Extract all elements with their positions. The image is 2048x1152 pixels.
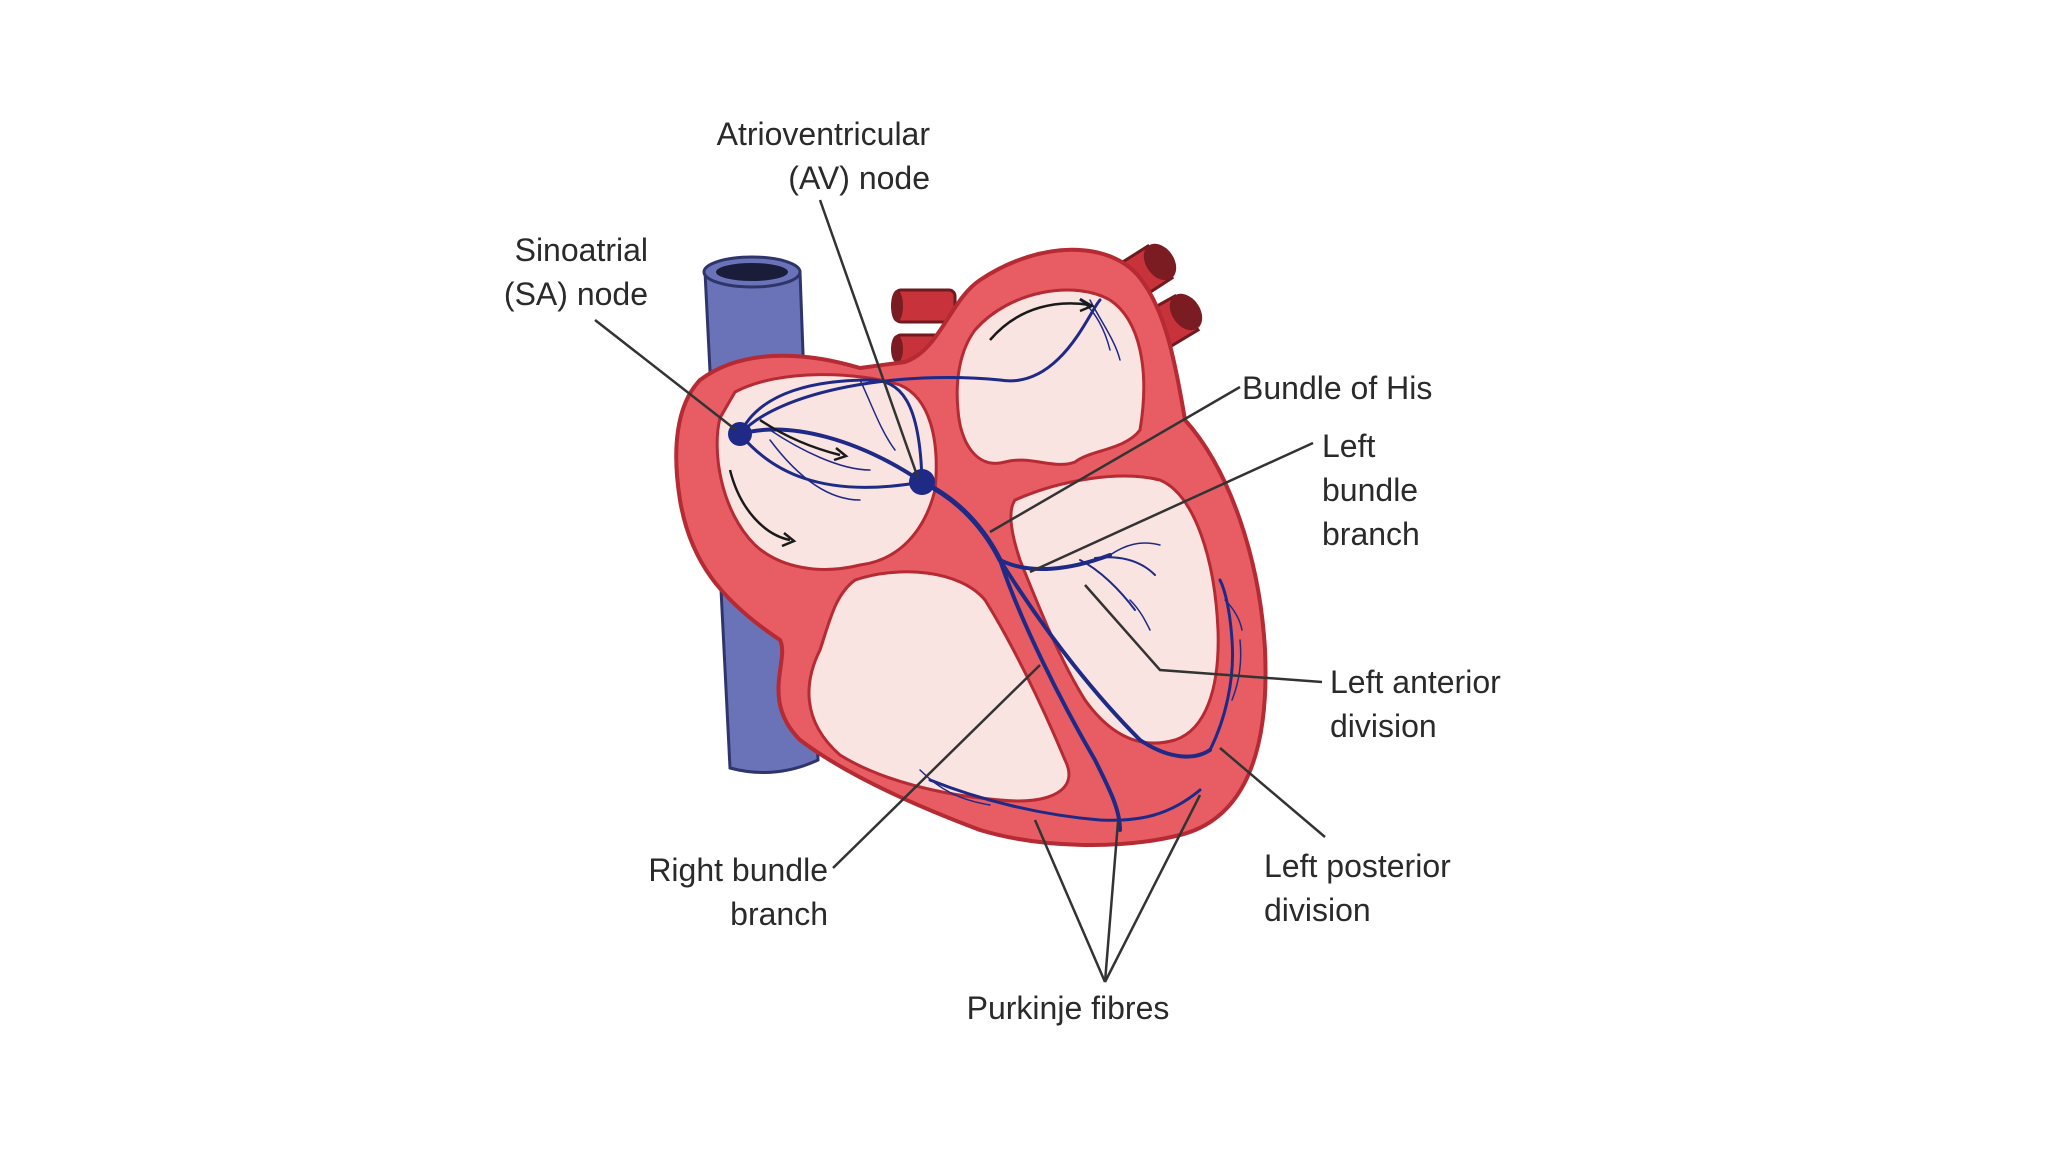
label-left-bundle-branch-line3: branch	[1322, 516, 1420, 552]
leader-lines	[594, 199, 1326, 983]
label-purkinje-fibres: Purkinje fibres	[900, 986, 1236, 1030]
leader-av-node	[818, 199, 920, 479]
label-right-bundle-branch-line2: branch	[730, 896, 828, 932]
label-av-node: Atrioventricular (AV) node	[690, 112, 930, 200]
leader-right-bundle-branch	[832, 664, 1041, 869]
leader-purkinje-2	[1103, 821, 1120, 983]
right-atrium	[715, 373, 938, 571]
label-av-node-line2: (AV) node	[788, 160, 930, 196]
label-sa-node-line2: (SA) node	[503, 276, 648, 312]
label-left-bundle-branch-line2: bundle	[1322, 472, 1419, 508]
left-ventricle	[1009, 474, 1220, 745]
label-right-bundle-branch: Right bundle branch	[600, 848, 828, 936]
label-left-posterior-division: Left posterior division	[1264, 844, 1451, 932]
leader-sa-node	[594, 319, 737, 431]
label-av-node-line1: Atrioventricular	[716, 116, 930, 152]
label-left-anterior-division-line2: division	[1330, 708, 1437, 744]
label-left-anterior-division-line1: Left anterior	[1330, 664, 1501, 700]
label-sa-node-line1: Sinoatrial	[514, 232, 648, 268]
label-sa-node: Sinoatrial (SA) node	[460, 228, 648, 316]
label-right-bundle-branch-line1: Right bundle	[648, 852, 828, 888]
label-bundle-of-his: Bundle of His	[1242, 366, 1432, 410]
label-bundle-of-his-line1: Bundle of His	[1242, 370, 1433, 406]
leader-bundle-of-his	[989, 385, 1241, 534]
label-left-posterior-division-line2: division	[1264, 892, 1371, 928]
left-atrium	[955, 288, 1146, 466]
leader-left-bundle-branch	[1029, 441, 1314, 574]
label-left-bundle-branch-line1: Left	[1322, 428, 1376, 464]
label-purkinje-fibres-line1: Purkinje fibres	[966, 990, 1170, 1026]
label-left-posterior-division-line1: Left posterior	[1264, 848, 1451, 884]
label-left-bundle-branch: Left bundle branch	[1322, 424, 1420, 556]
leader-left-anterior-division	[1084, 584, 1323, 684]
impulse-arrows	[728, 297, 1095, 548]
label-left-anterior-division: Left anterior division	[1330, 660, 1501, 748]
leader-purkinje-3	[1103, 794, 1202, 983]
leader-purkinje-1	[1033, 819, 1107, 983]
leader-left-posterior-division	[1219, 747, 1326, 838]
right-ventricle	[807, 570, 1071, 803]
